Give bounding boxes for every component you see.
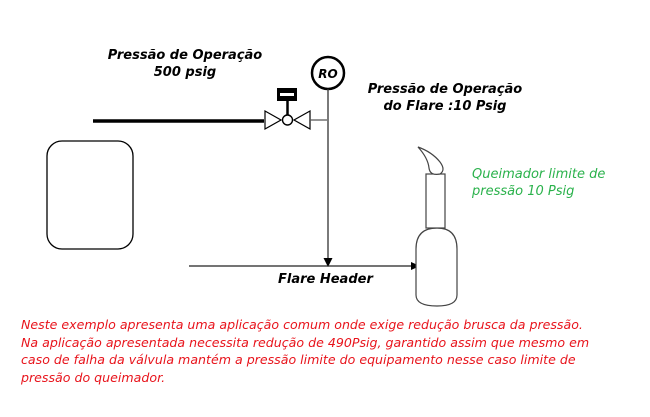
flare-operating-pressure-label: Pressão de Operação do Flare :10 Psig	[360, 81, 530, 115]
burner-limit-label: Queimador limite de pressão 10 Psig	[472, 166, 605, 200]
control-valve-icon	[264, 88, 311, 131]
explanation-note: Neste exemplo apresenta uma aplicação co…	[21, 316, 589, 386]
note-line-1: Neste exemplo apresenta uma aplicação co…	[21, 317, 583, 332]
operating-pressure-line1: Pressão de Operação	[107, 48, 263, 63]
flare-stack-icon	[415, 146, 458, 307]
burner-limit-line1: Queimador limite de	[472, 167, 606, 182]
vessel-shape	[46, 140, 134, 250]
operating-pressure-label: Pressão de Operação 500 psig	[100, 47, 270, 81]
flare-header-label: Flare Header	[278, 272, 373, 287]
flare-pressure-line1: Pressão de Operação	[367, 82, 523, 97]
ro-tag: RO	[318, 67, 337, 81]
note-line-4: pressão do queimador.	[21, 369, 166, 385]
note-line-3: caso de falha da válvula mantém a pressã…	[21, 352, 576, 367]
note-line-2: Na aplicação apresentada necessita reduç…	[21, 334, 590, 350]
flame-icon	[417, 146, 444, 175]
operating-pressure-line2: 500 psig	[153, 65, 217, 80]
down-arrow-icon	[323, 258, 333, 267]
burner-limit-line2: pressão 10 Psig	[472, 184, 575, 199]
flare-pressure-line2: do Flare :10 Psig	[383, 99, 507, 114]
